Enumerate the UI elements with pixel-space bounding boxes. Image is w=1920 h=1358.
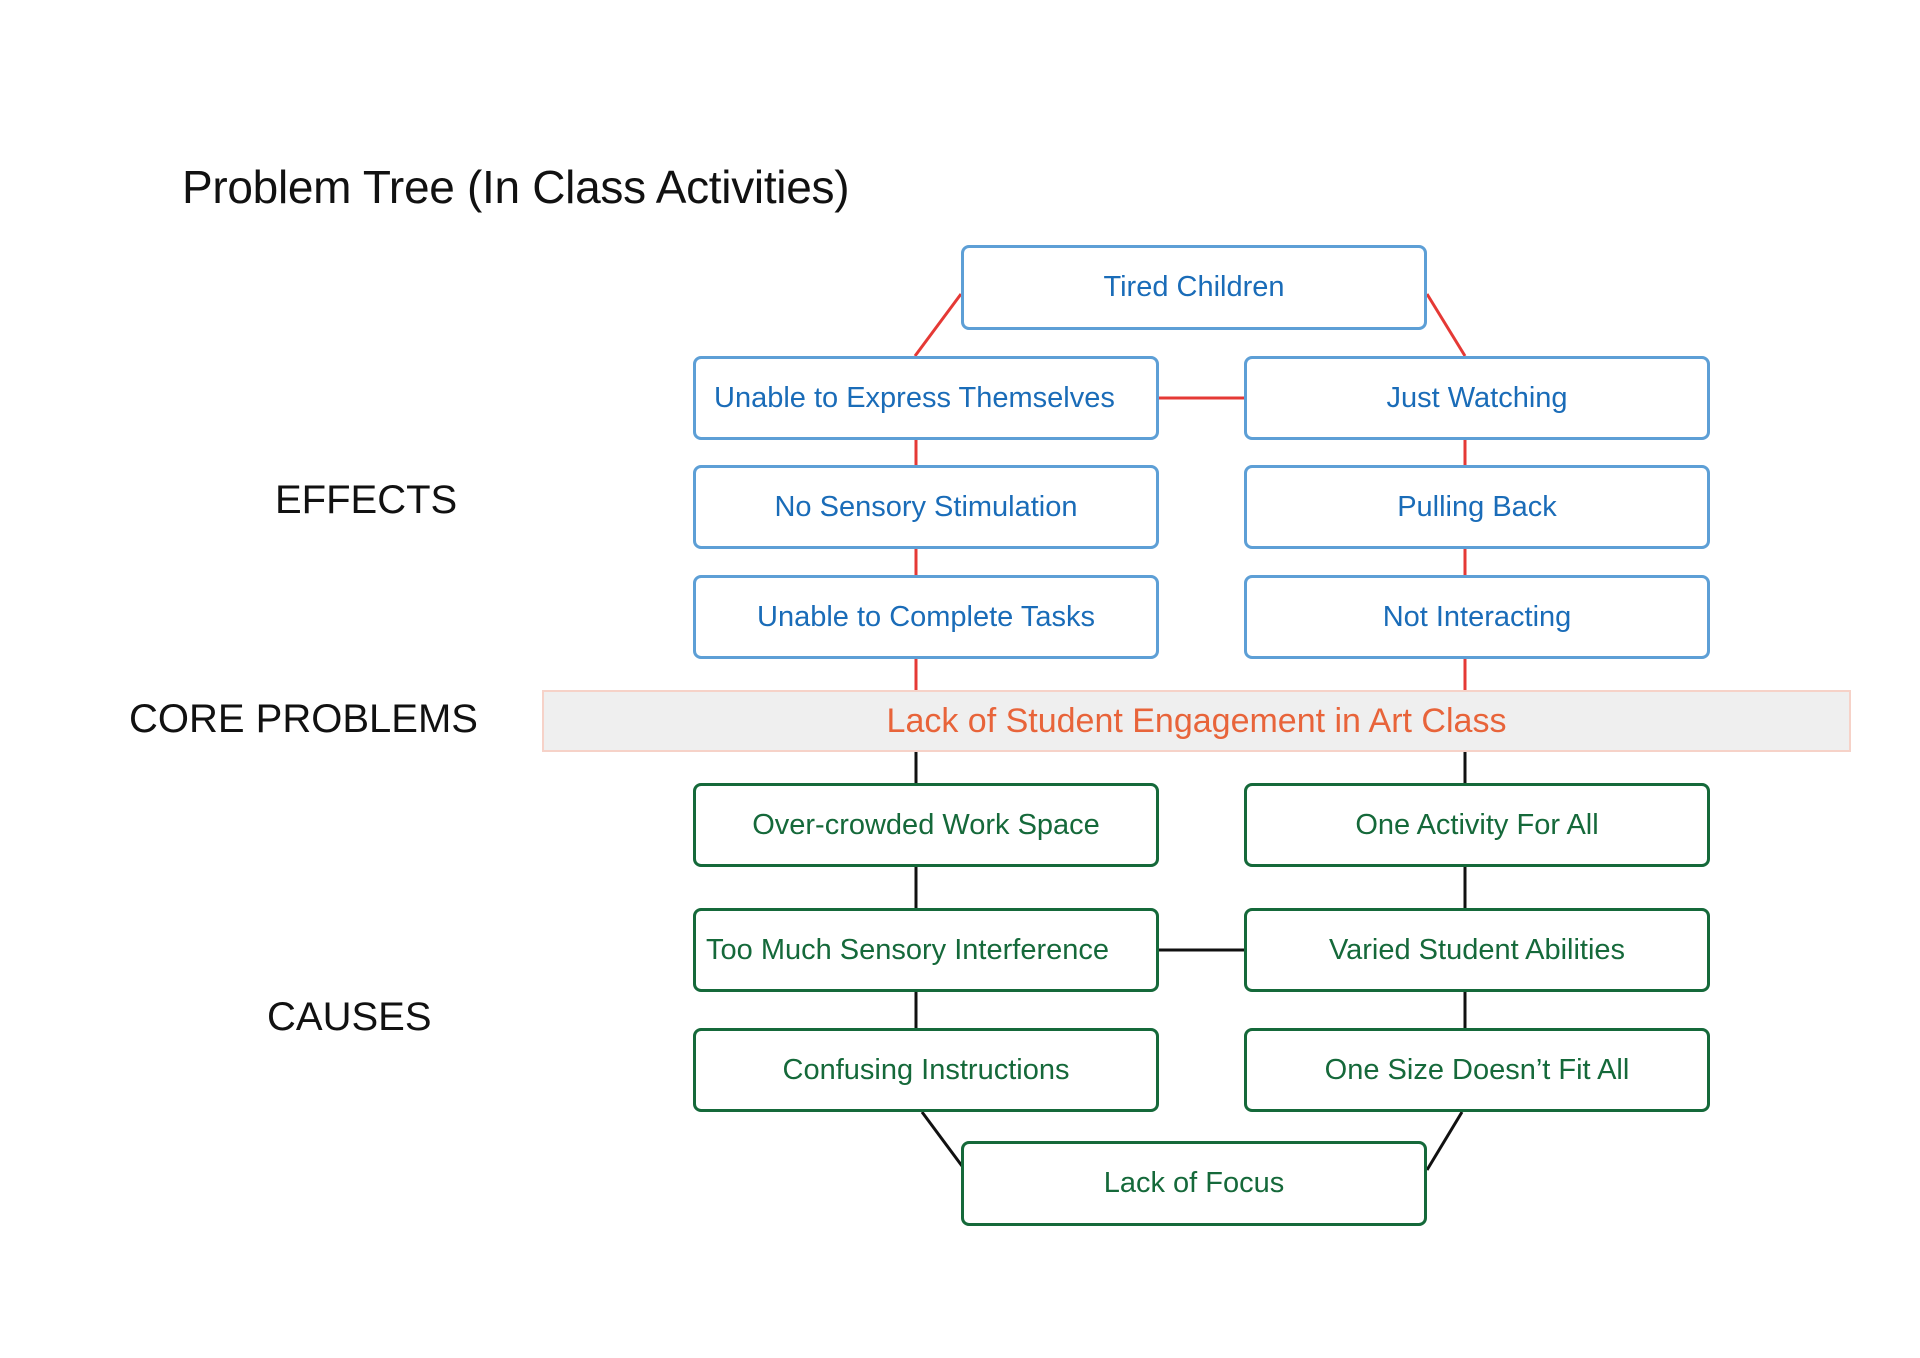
connector-top-to-left <box>913 293 963 357</box>
effect-box-unable-express: Unable to Express Themselves <box>693 356 1159 440</box>
effect-box-tired-children: Tired Children <box>961 245 1427 330</box>
effect-box-unable-complete: Unable to Complete Tasks <box>693 575 1159 659</box>
effects-label: EFFECTS <box>275 478 458 522</box>
effect-box-just-watching: Just Watching <box>1244 356 1710 440</box>
core-problem-banner: Lack of Student Engagement in Art Class <box>542 690 1851 752</box>
cause-box-varied-abilities: Varied Student Abilities <box>1244 908 1710 992</box>
cause-box-one-size: One Size Doesn’t Fit All <box>1244 1028 1710 1112</box>
cause-box-overcrowded: Over-crowded Work Space <box>693 783 1159 867</box>
effect-box-not-interacting: Not Interacting <box>1244 575 1710 659</box>
causes-label: CAUSES <box>267 995 432 1039</box>
effect-box-no-sensory: No Sensory Stimulation <box>693 465 1159 549</box>
page-title: Problem Tree (In Class Activities) <box>182 161 850 213</box>
cause-box-sensory-interference: Too Much Sensory Interference <box>693 908 1159 992</box>
connector-top-to-right <box>1425 293 1467 357</box>
cause-box-lack-of-focus: Lack of Focus <box>961 1141 1427 1226</box>
connector-one-size-to-focus <box>1425 1111 1464 1171</box>
cause-box-confusing-instructions: Confusing Instructions <box>693 1028 1159 1112</box>
effect-box-pulling-back: Pulling Back <box>1244 465 1710 549</box>
cause-box-one-activity: One Activity For All <box>1244 783 1710 867</box>
core-problems-label: CORE PROBLEMS <box>129 697 478 741</box>
connector-confusing-to-focus <box>920 1111 964 1167</box>
